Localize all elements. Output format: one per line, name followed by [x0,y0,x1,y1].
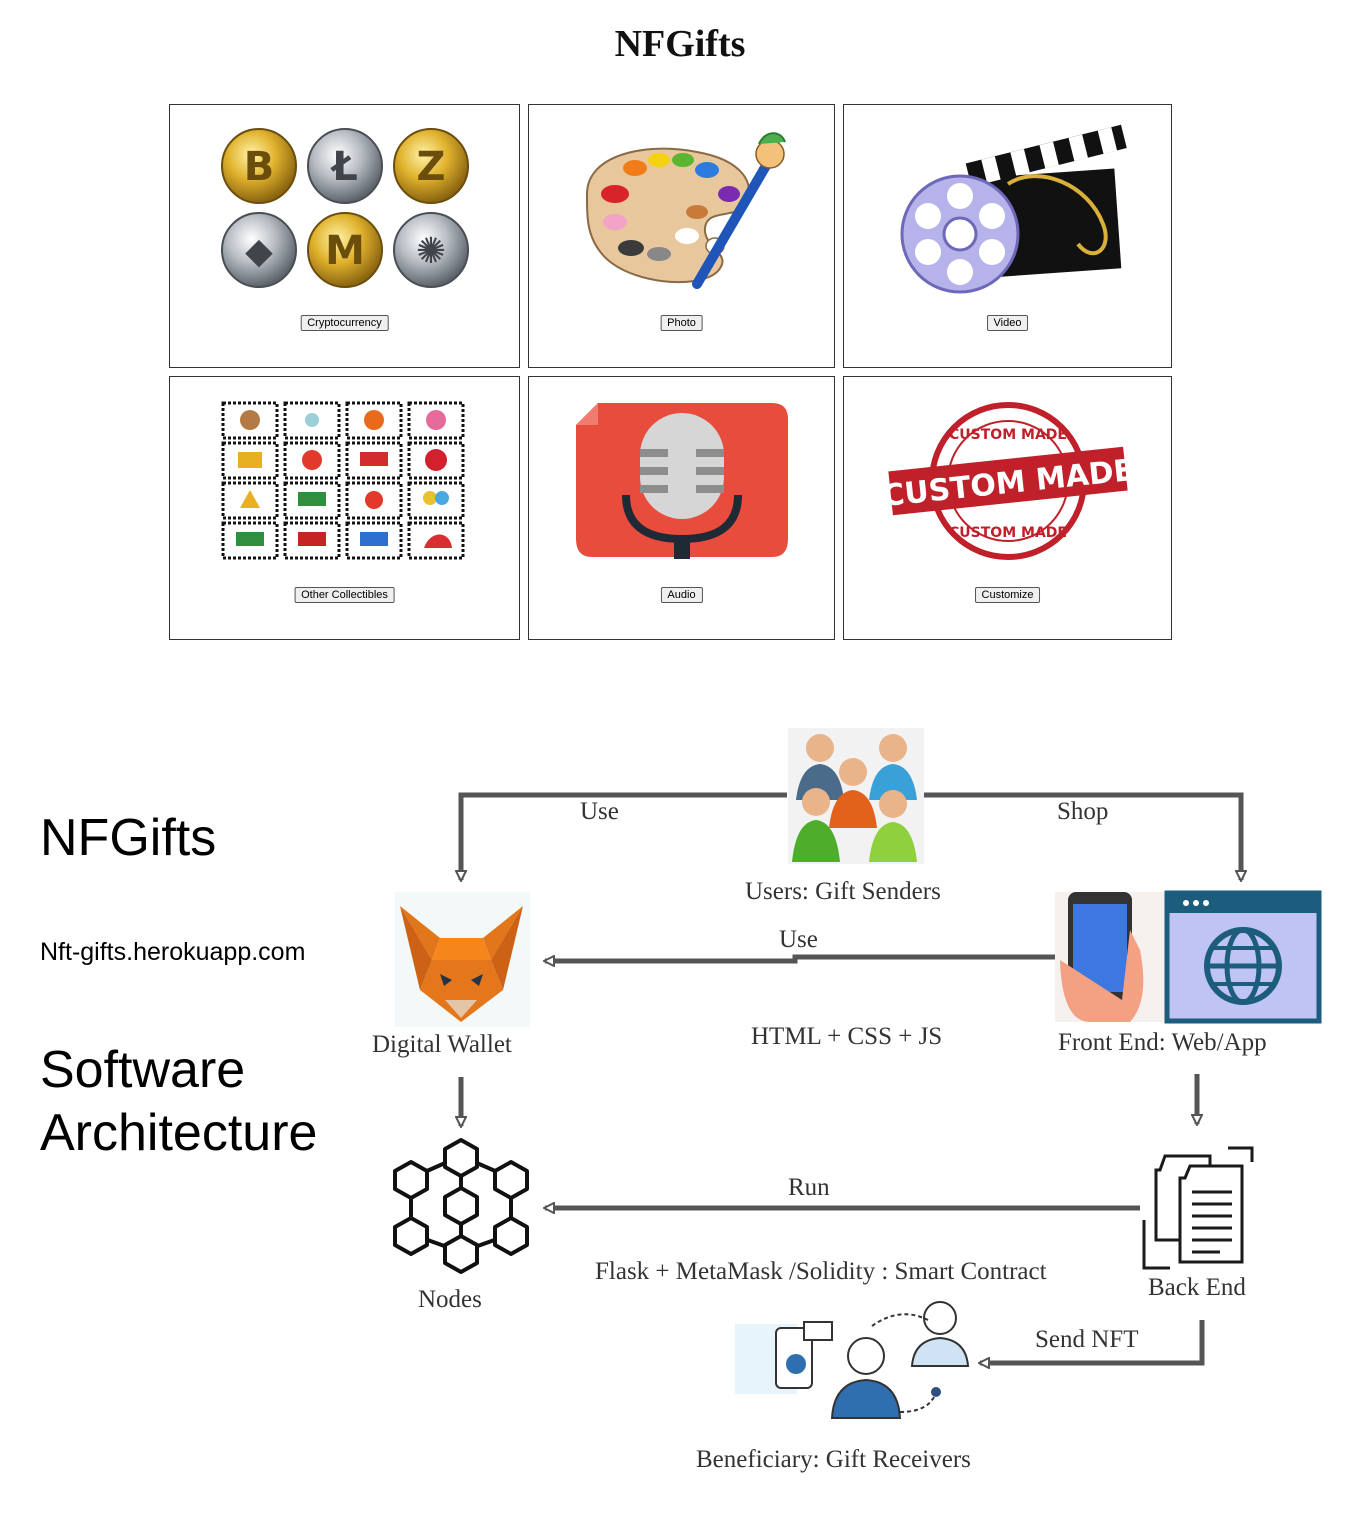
category-card-cryptocurrency: B Ł Z ◆ M ✺ Cryptocurrency [169,104,520,368]
edge-frontend-to-wallet [545,954,1055,961]
coin-symbol: Z [416,144,445,190]
users-group-icon [788,728,924,864]
litecoin-icon [306,128,383,204]
ripple-icon [392,212,469,288]
ethereum-icon [220,212,297,288]
cryptocurrency-button[interactable]: Cryptocurrency [300,315,389,331]
film-reel-icon [844,119,1171,299]
photo-button[interactable]: Photo [660,315,703,331]
category-card-audio: Audio [528,376,835,640]
coin-symbol: M [325,228,365,274]
edge-label-use-left: Use [580,798,619,825]
stamp-bottom-text: CUSTOM MADE [949,525,1067,541]
coin-symbol: ✺ [415,231,445,272]
edge-users-to-wallet [461,792,787,880]
metamask-fox-icon [395,892,530,1027]
monero-icon [306,212,383,288]
backend-label: Back End [1148,1274,1246,1301]
coin-symbol: Ł [330,144,358,190]
app-url: Nft-gifts.herokuapp.com [40,938,306,966]
architecture-diagram: NFGifts Nft-gifts.herokuapp.com Software… [0,700,1360,1524]
page-title: NFGifts [614,23,746,65]
other-collectibles-button[interactable]: Other Collectibles [294,587,395,603]
cryptocurrency-image: B Ł Z ◆ M ✺ [170,119,519,299]
edge-label-shop: Shop [1057,798,1109,825]
bitcoin-icon [220,128,297,204]
custom-made-stamp-icon: CUSTOM MADE CUSTOM MADE CUSTOM MADE [844,391,1171,571]
nodes-label: Nodes [418,1286,482,1313]
tech-frontend-label: HTML + CSS + JS [751,1023,943,1050]
back-end-documents-icon [1142,1146,1254,1270]
blockchain-nodes-icon [393,1138,529,1274]
tech-backend-label: Flask + MetaMask /Solidity : Smart Contr… [595,1258,1047,1285]
edge-label-use-middle: Use [779,926,818,953]
coin-symbol: ◆ [245,231,273,272]
beneficiary-label: Beneficiary: Gift Receivers [696,1446,971,1473]
category-card-photo: Photo [528,104,835,368]
video-button[interactable]: Video [986,315,1029,331]
zcash-icon [392,128,469,204]
category-card-other-collectibles: Other Collectibles [169,376,520,640]
web-browser-icon [1164,890,1322,1024]
edge-label-send-nft: Send NFT [1035,1326,1139,1353]
audio-button[interactable]: Audio [660,587,703,603]
app-name-heading: NFGifts [40,809,217,867]
category-card-customize: CUSTOM MADE CUSTOM MADE CUSTOM MADE Cust… [843,376,1172,640]
software-architecture-line2: Architecture [40,1104,318,1162]
beneficiary-people-icon [735,1301,970,1419]
edge-label-run: Run [788,1174,830,1201]
collectible-stamps-image [170,391,519,571]
mobile-app-icon [1055,892,1167,1022]
microphone-icon [529,391,834,571]
wallet-label: Digital Wallet [372,1031,512,1058]
software-architecture-line1: Software [40,1041,246,1099]
category-card-video: Video [843,104,1172,368]
coin-symbol: B [243,144,274,190]
paint-palette-icon [529,119,834,299]
stamp-top-text: CUSTOM MADE [949,427,1067,443]
frontend-label: Front End: Web/App [1058,1029,1267,1056]
users-label: Users: Gift Senders [745,878,941,905]
customize-button[interactable]: Customize [974,587,1041,603]
edge-backend-to-beneficiary [980,1320,1205,1363]
edge-users-to-frontend [923,792,1241,880]
